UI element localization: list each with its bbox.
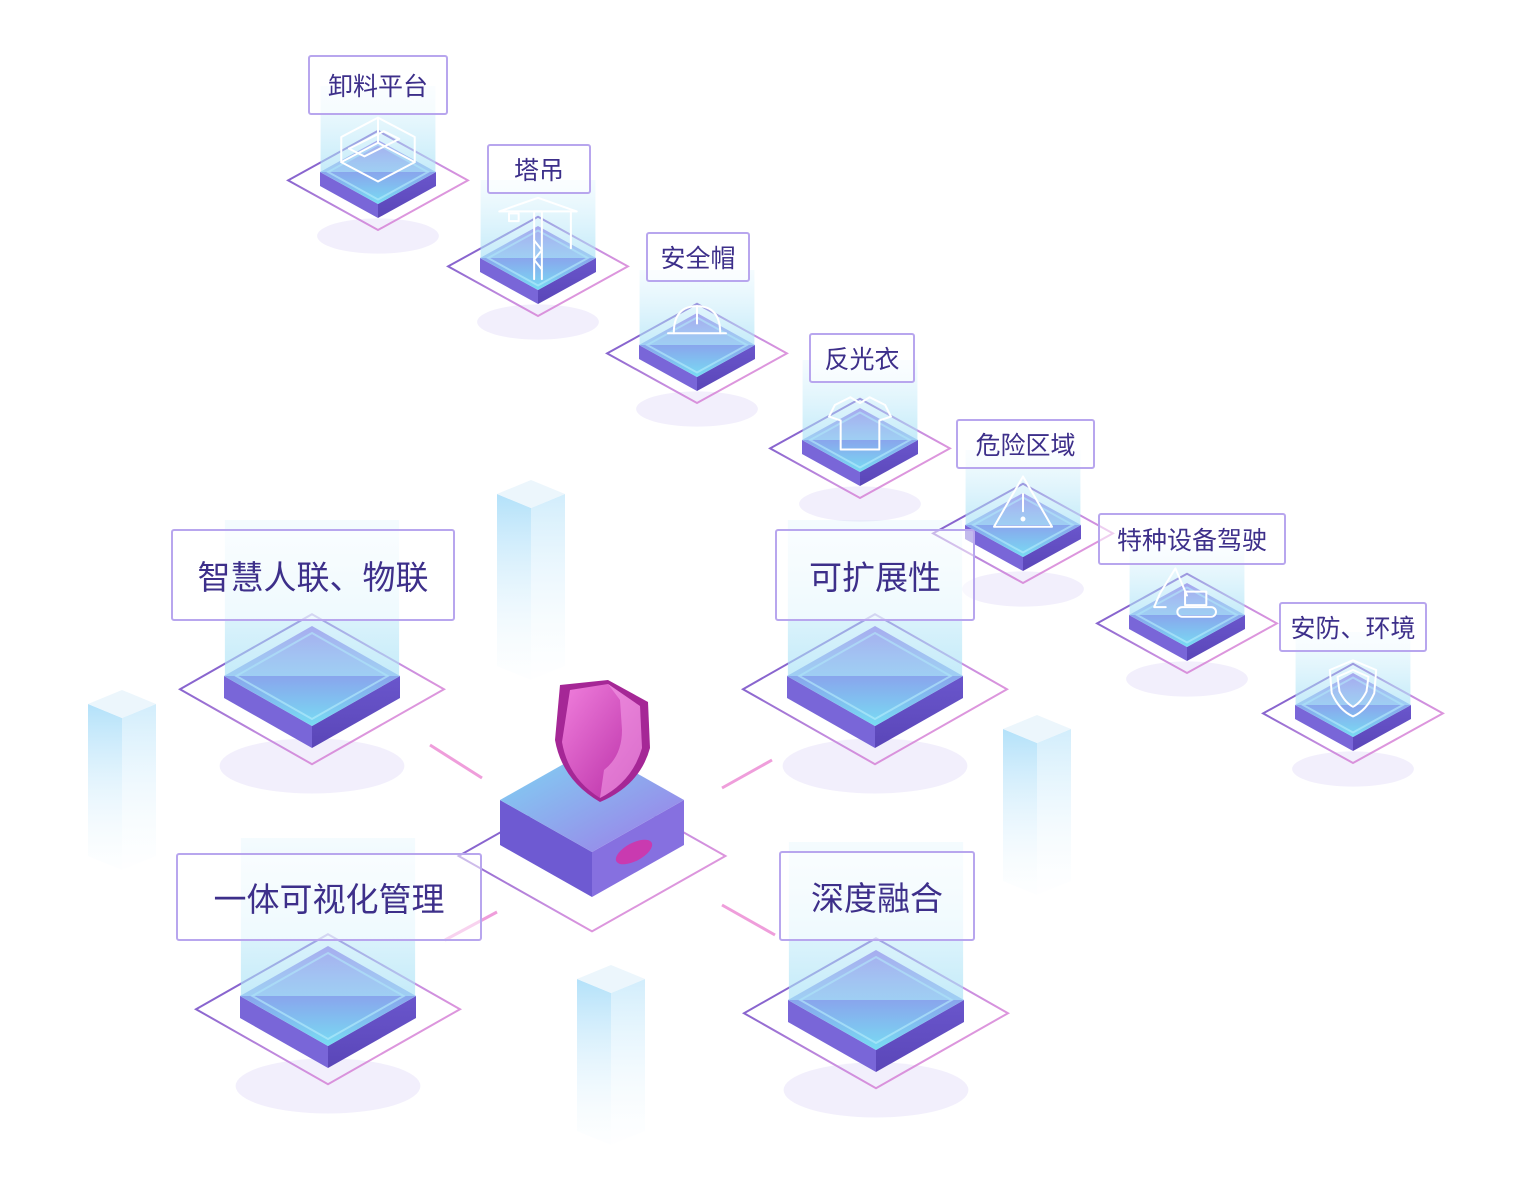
tile-shadow [317,218,439,254]
connector-line [429,743,483,780]
major-label-3[interactable]: 深度融合 [779,851,975,941]
connector-line [721,758,773,790]
minor-label-3[interactable]: 反光衣 [809,333,915,383]
minor-label-1[interactable]: 塔吊 [487,144,591,194]
tile-side-left [1295,705,1353,751]
tile-shadow [962,571,1084,607]
major-label-0[interactable]: 智慧人联、物联 [171,529,455,621]
decor-pillar [497,480,565,680]
shield-icon [1328,659,1378,718]
tile-shadow [219,738,405,794]
tile-side-right [378,172,436,218]
minor-label-5[interactable]: 特种设备驾驶 [1098,513,1286,565]
tile-side-right [538,258,596,304]
tile-shadow [799,486,921,522]
minor-label-2[interactable]: 安全帽 [646,232,750,282]
tile-ring [446,215,630,318]
tile-side-right [328,996,416,1068]
tile-side-left [965,525,1023,571]
tile-ring [1261,662,1445,765]
tile-shadow [235,1058,421,1114]
tile-ring [286,129,470,232]
tile-ring [740,613,1010,766]
tile-side-left [1129,615,1187,661]
tile-ring [193,933,463,1086]
minor-label-4[interactable]: 危险区域 [956,419,1095,469]
major-label-1[interactable]: 可扩展性 [775,529,975,621]
connector-line [721,903,776,937]
major-label-2[interactable]: 一体可视化管理 [176,853,482,941]
shield-icon [555,680,650,802]
tile-shadow [1292,751,1414,787]
tile-ring [931,482,1115,585]
decor-pillars [88,480,1071,1145]
platform-icon [340,116,416,183]
minor-tile-2 [605,270,789,427]
tile-side-right [1353,705,1411,751]
tile-side-right [860,440,918,486]
tile-ring [605,302,789,405]
tile-side-left [240,996,328,1068]
tile-side-left [639,345,697,391]
central-hub [456,680,728,933]
minor-tile-6 [1261,632,1445,787]
tile-side-left [480,258,538,304]
decor-pillar [1003,715,1071,895]
tile-ring [768,397,952,500]
tile-side-left [787,676,875,748]
minor-tile-5 [1095,545,1279,697]
decor-pillar [577,965,645,1145]
tile-side-left [802,440,860,486]
tile-side-left [788,1000,876,1072]
tile-ring [741,937,1011,1090]
tile-side-right [697,345,755,391]
hub-slot [615,839,653,865]
excavator-icon [1153,567,1218,618]
warning-icon [993,475,1053,528]
tower-crane-icon [498,196,578,281]
tile-side-right [1023,525,1081,571]
hard-hat-icon [667,305,727,335]
tile-side-right [876,1000,964,1072]
tile-shadow [636,391,758,427]
tile-side-right [875,676,963,748]
hub-side-left [500,800,592,897]
decor-pillar [88,690,156,870]
tile-ring [1095,572,1279,675]
minor-tile-3 [768,360,952,522]
tile-shadow [1126,661,1248,697]
tile-side-right [312,676,400,748]
tile-side-left [320,172,378,218]
minor-label-6[interactable]: 安防、环境 [1279,602,1427,652]
tile-ring [177,613,447,766]
tile-shadow [477,304,599,340]
hub-top [500,748,684,852]
tile-side-left [224,676,312,748]
vest-icon [828,396,892,451]
tile-shadow [782,738,968,794]
tile-side-right [1187,615,1245,661]
tile-shadow [783,1062,969,1118]
minor-label-0[interactable]: 卸料平台 [308,55,448,115]
minor-tile-1 [446,180,630,340]
